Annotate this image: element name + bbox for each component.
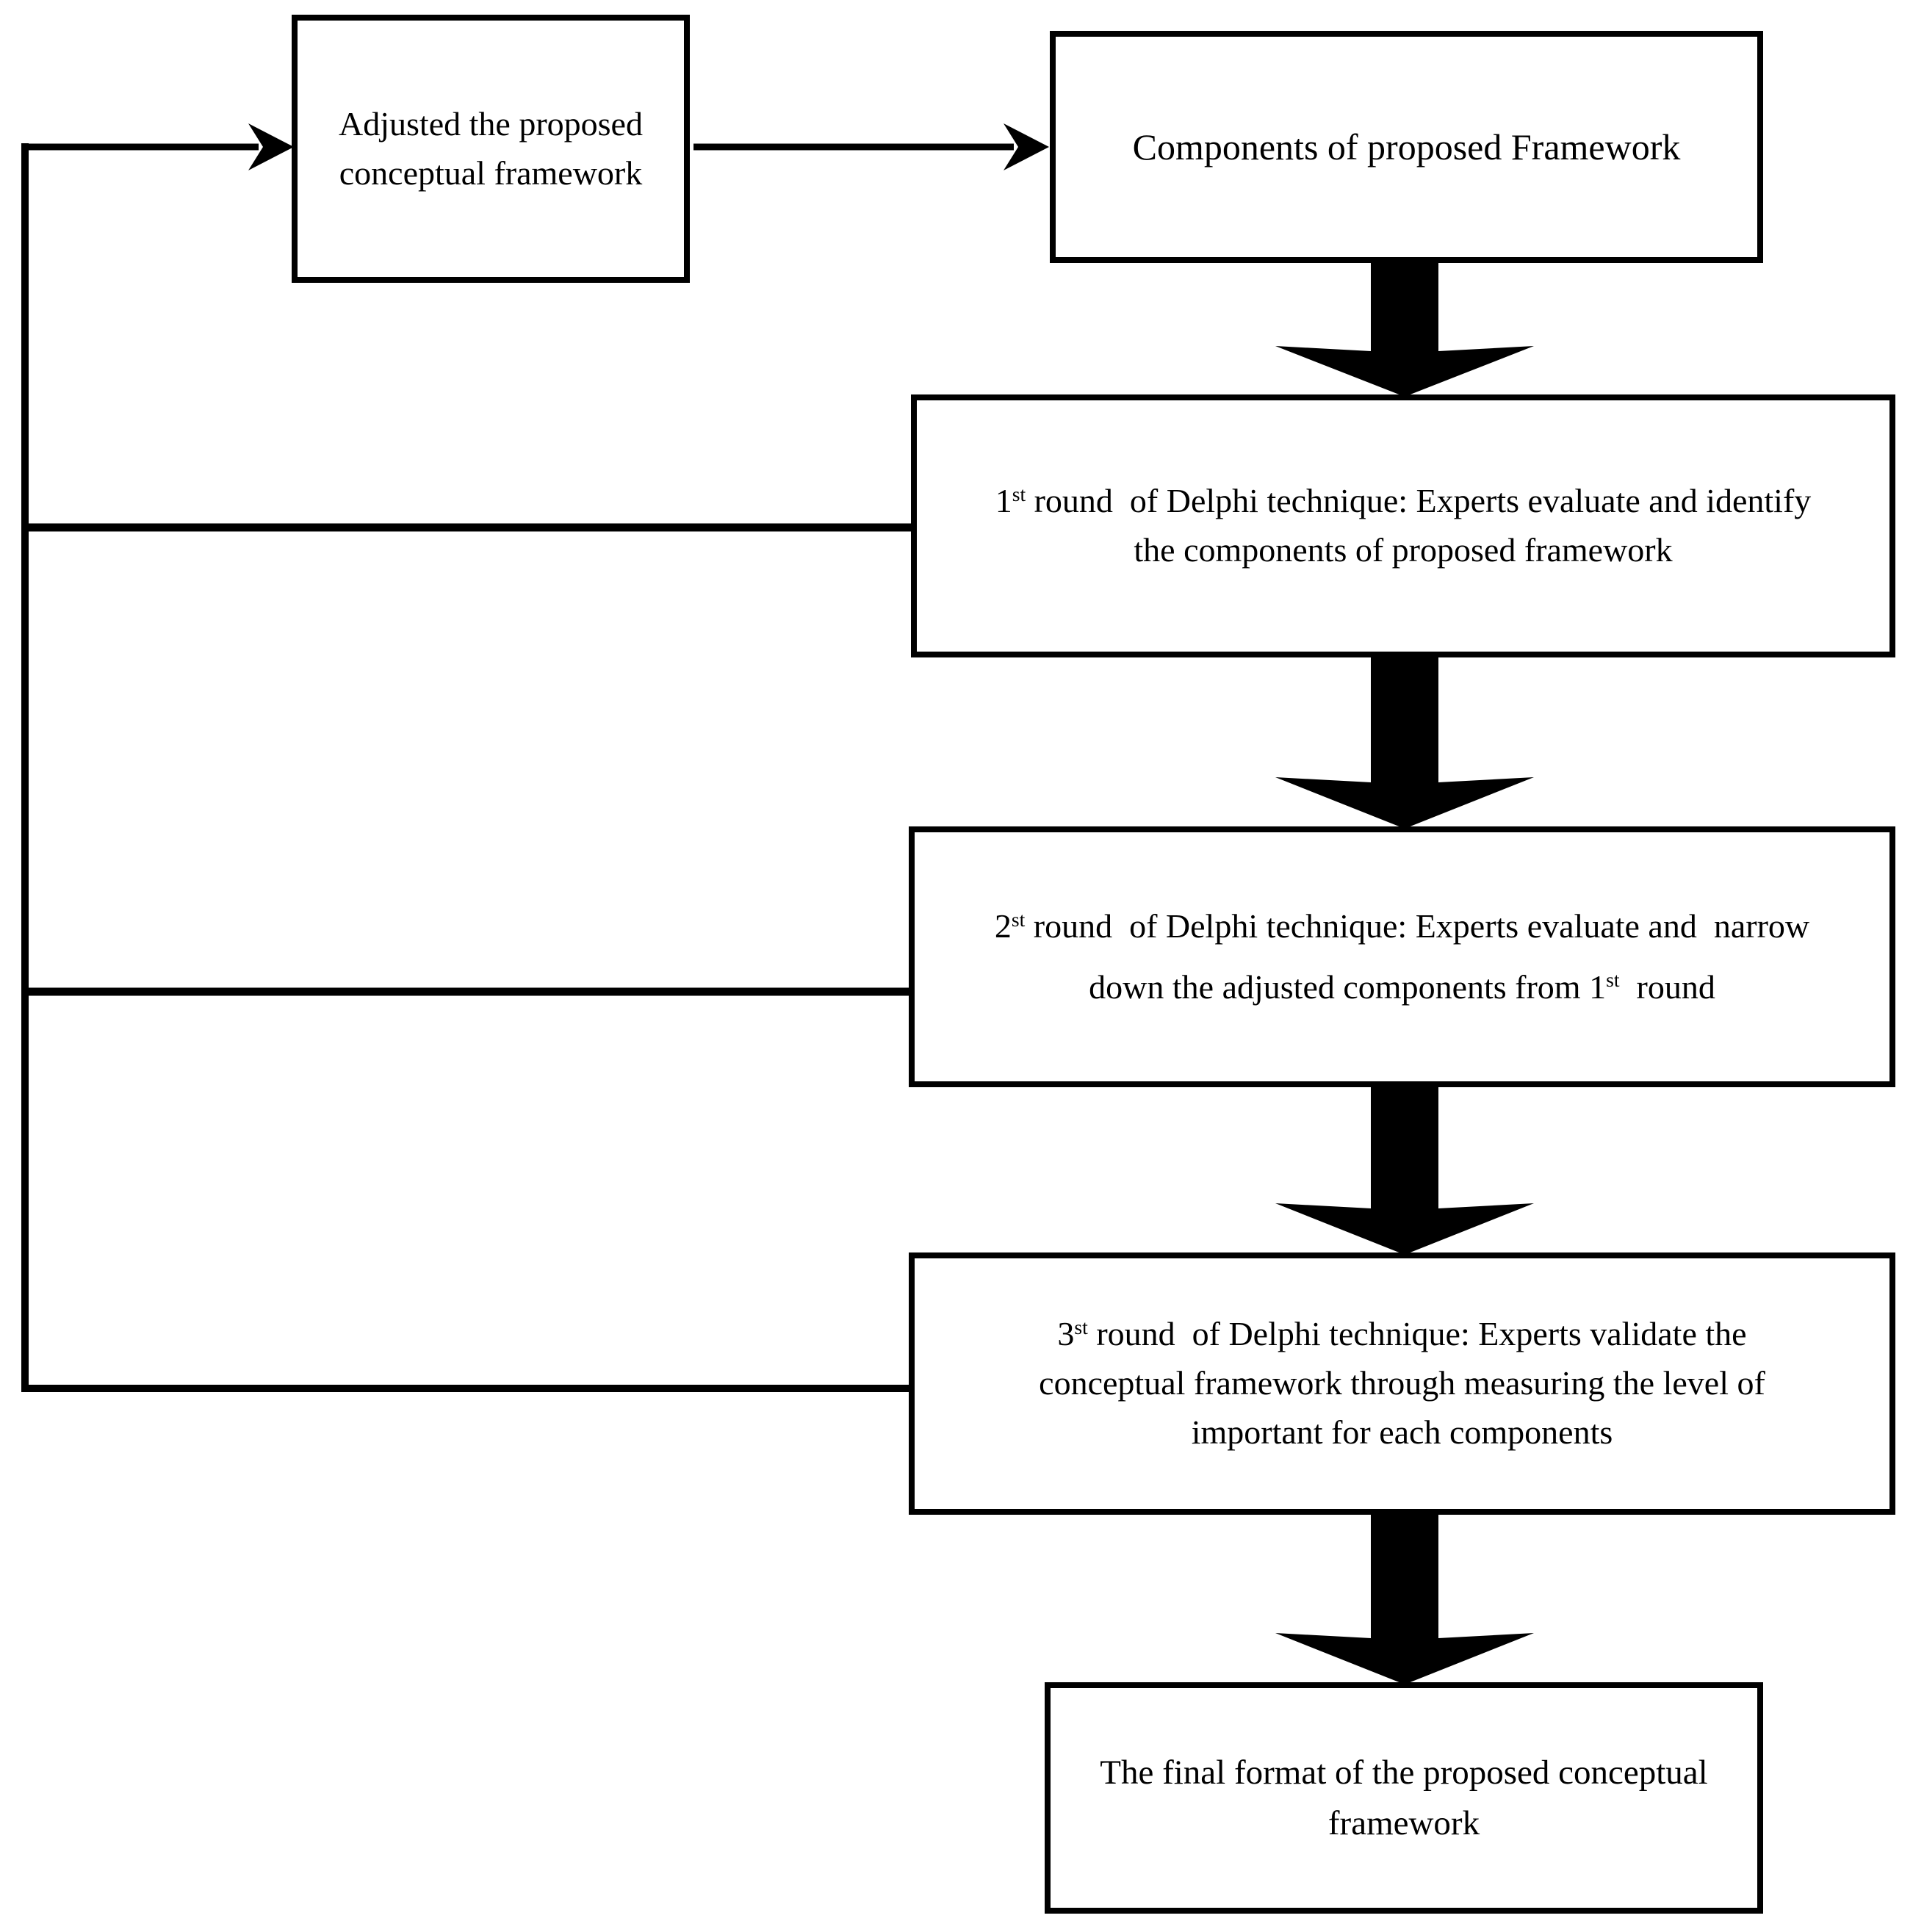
text-segment: conceptual framework (339, 154, 643, 192)
box-components-of-proposed-framework: Components of proposed Framework (1050, 31, 1763, 263)
text-segment: Adjusted the proposed (339, 104, 643, 143)
text-segment: conceptual framework through measuring t… (1039, 1364, 1765, 1402)
feedback-line (21, 143, 911, 1392)
text-segment: important for each components (1191, 1413, 1613, 1451)
text-line: 1st round of Delphi technique: Experts e… (995, 477, 1812, 526)
text-line: The final format of the proposed concept… (1100, 1748, 1707, 1798)
box-final-conceptual-framework: The final format of the proposed concept… (1045, 1682, 1763, 1914)
text-segment: the components of proposed framework (1134, 531, 1673, 569)
text-line: conceptual framework (339, 149, 643, 198)
superscript-text: st (1606, 968, 1620, 992)
text-line: Components of proposed Framework (1133, 120, 1681, 174)
text-segment: round of Delphi technique: Experts valid… (1087, 1315, 1747, 1353)
text-line: Adjusted the proposed (339, 100, 643, 149)
text-line: important for each components (1192, 1408, 1613, 1457)
down-block-arrow-icon (1275, 657, 1534, 829)
text-segment: 2 (994, 906, 1012, 945)
box-delphi-round-2: 2st round of Delphi technique: Experts e… (909, 826, 1895, 1087)
text-segment: 1 (995, 482, 1012, 520)
right-arrowhead-icon (1004, 123, 1049, 170)
text-segment: down the adjusted components from 1 (1089, 967, 1607, 1006)
down-block-arrow-icon (1275, 1515, 1534, 1684)
text-segment: 3 (1057, 1315, 1075, 1353)
superscript-text: st (1012, 483, 1026, 506)
text-segment: Components of proposed Framework (1132, 126, 1681, 167)
box-delphi-round-3: 3st round of Delphi technique: Experts v… (909, 1252, 1895, 1515)
superscript-text: st (1074, 1316, 1088, 1339)
text-segment: round (1619, 967, 1715, 1006)
right-arrowhead-icon (248, 123, 294, 170)
down-block-arrow-icon (1275, 1087, 1534, 1255)
text-line: conceptual framework through measuring t… (1039, 1359, 1765, 1408)
text-line: down the adjusted components from 1st ro… (1089, 963, 1715, 1012)
text-line: 2st round of Delphi technique: Experts e… (995, 902, 1809, 951)
text-segment: round of Delphi technique: Experts evalu… (1026, 482, 1812, 520)
box-delphi-round-1: 1st round of Delphi technique: Experts e… (911, 394, 1895, 657)
text-line: framework (1328, 1798, 1480, 1848)
text-line: the components of proposed framework (1134, 526, 1672, 575)
text-line: 3st round of Delphi technique: Experts v… (1057, 1310, 1746, 1359)
text-segment: framework (1327, 1803, 1480, 1842)
text-segment: round of Delphi technique: Experts evalu… (1025, 906, 1810, 945)
down-block-arrow-icon (1275, 263, 1534, 397)
box-adjusted-conceptual-framework: Adjusted the proposed conceptual framewor… (292, 15, 690, 283)
text-segment: The final format of the proposed concept… (1100, 1753, 1708, 1792)
superscript-text: st (1011, 907, 1026, 931)
